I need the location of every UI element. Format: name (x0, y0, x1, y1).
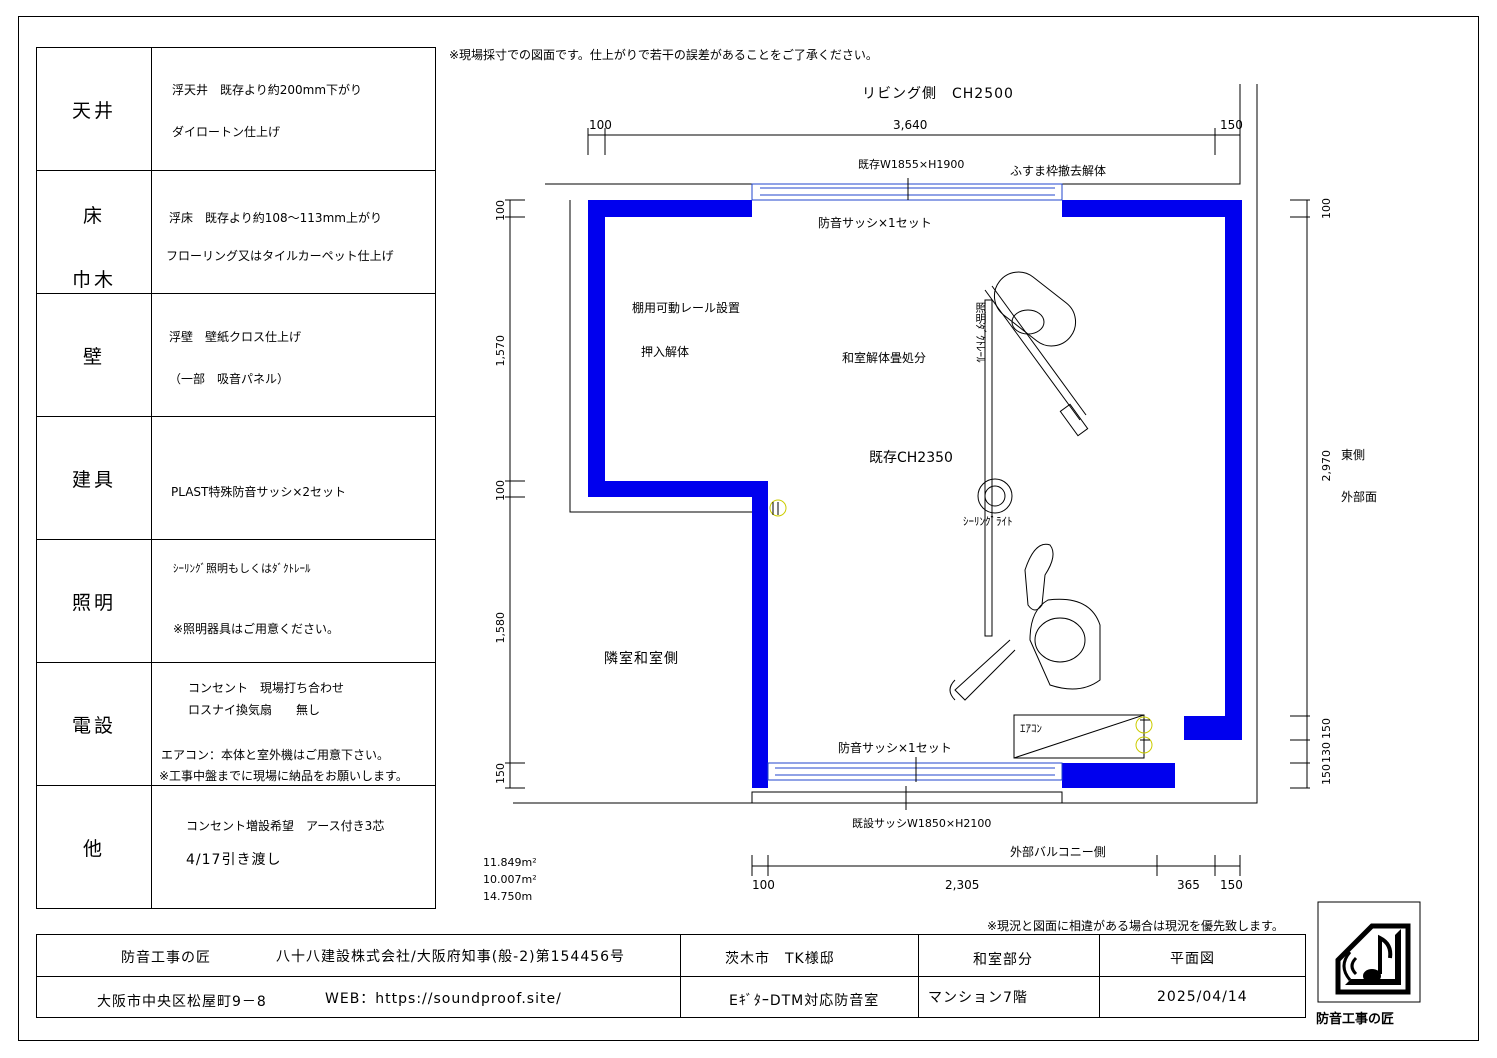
spec-head-other: 他 (36, 785, 152, 909)
room-text: 和室部分 (973, 952, 1033, 968)
dim-bottom-3: 150 (1220, 878, 1243, 892)
neighbor-wall-line (569, 200, 752, 513)
spec-head-wall: 壁 (36, 293, 152, 417)
wall-step (588, 481, 768, 497)
spec-cell-floor: 浮床 既存より約108～113mm上がり フローリング又はタイルカーペット仕上げ (151, 170, 436, 294)
spec-head-floor: 床 巾木 (36, 170, 152, 294)
outer-line-right (1062, 84, 1258, 804)
wall-bottom-right (1062, 716, 1242, 788)
logo-mark-icon (1317, 901, 1421, 1003)
area-0: 11.849m² (483, 856, 537, 869)
balcony-label: 外部バルコニー側 (1010, 845, 1106, 859)
tatami-label: 和室解体畳処分 (842, 351, 927, 365)
dim-left-1: 1,570 (494, 335, 507, 367)
area-2: 14.750m (483, 890, 533, 903)
spec-cell-electrical: コンセント 現場打ち合わせ ロスナイ換気扇 無し エアコン：本体と室外機はご用意… (151, 662, 436, 786)
title-block: 防音工事の匠 八十八建設株式会社/大阪府知事(般-2)第154456号 大阪市中… (36, 934, 1306, 1018)
spec-cell-other: コンセント増設希望 アース付き3芯 4/17引き渡し (151, 785, 436, 909)
company-brand: 防音工事の匠 (121, 950, 211, 966)
web-link[interactable]: WEB：https://soundproof.site/ (325, 991, 562, 1007)
existing-bottom-label: 既設サッシW1850×H2100 (852, 817, 992, 830)
dim-top-1: 3,640 (893, 118, 928, 132)
dim-right-1: 2,970 (1320, 450, 1333, 482)
exterior-label: 外部面 (1341, 490, 1378, 504)
building-text: マンション7階 (928, 990, 1028, 1006)
drawing-frame (18, 16, 1479, 1041)
dim-bottom-1: 2,305 (945, 878, 980, 892)
ceiling-light-icon (977, 478, 1013, 514)
wall-left-upper (588, 200, 605, 497)
fusuma-label: ふすま枠撤去解体 (1010, 164, 1107, 178)
dim-right-0: 100 (1320, 198, 1333, 219)
area-1: 10.007m² (483, 873, 537, 886)
existing-top-label: 既存W1855×H1900 (858, 158, 965, 171)
spec-head-ceiling: 天井 (36, 47, 152, 171)
sash-top-label: 防音サッシ×1セット (818, 216, 932, 230)
license-text: 八十八建設株式会社/大阪府知事(般-2)第154456号 (276, 949, 626, 965)
spec-cell-ceiling: 浮天井 既存より約200mm下がり ダイロートン仕上げ (151, 47, 436, 171)
outlet-icons (769, 499, 1153, 754)
wall-right (1225, 200, 1242, 740)
logo-caption: 防音工事の匠 (1316, 1012, 1395, 1027)
oshiire-label: 押入解体 (641, 345, 690, 359)
purpose-text: EｷﾞﾀｰDTM対応防音室 (729, 993, 880, 1009)
wall-top-right (1062, 200, 1242, 217)
living-side-label: リビング側 CH2500 (862, 86, 1014, 102)
dim-bottom-2: 365 (1177, 878, 1200, 892)
soundproof-walls (588, 200, 1242, 788)
spec-head-lighting: 照明 (36, 539, 152, 663)
dim-bottom-0: 100 (752, 878, 775, 892)
dim-left-2: 100 (494, 480, 507, 501)
address-text: 大阪市中央区松屋町9－8 (97, 994, 267, 1010)
spec-cell-wall: 浮壁 壁紙クロス仕上げ （一部 吸音パネル） (151, 293, 436, 417)
existing-ch-label: 既存CH2350 (869, 450, 953, 466)
dim-left-3: 1,580 (494, 612, 507, 644)
dim-top-2: 150 (1220, 118, 1243, 132)
drawing-date: 2025/04/14 (1157, 989, 1248, 1005)
sash-top (751, 178, 1063, 201)
neighbor-room-label: 隣室和室側 (604, 651, 679, 667)
spec-cell-fittings: PLAST特殊防音サッシ×2セット (151, 416, 436, 540)
note-bottom: ※現況と図面に相違がある場合は現況を優先致します。 (987, 919, 1284, 933)
dim-right-2: 150 (1320, 718, 1333, 739)
note-top: ※現場採寸での図面です。仕上がりで若干の誤差があることをご了承ください。 (449, 48, 878, 62)
dim-right-4: 150 (1320, 764, 1333, 785)
spec-table: 天井 浮天井 既存より約200mm下がり ダイロートン仕上げ 床 巾木 浮床 既… (36, 47, 436, 909)
drawing-type: 平面図 (1170, 951, 1215, 967)
wall-left-lower (752, 481, 768, 788)
guitar-icon (984, 271, 1089, 437)
company-logo: 防音工事の匠 (1308, 892, 1432, 1027)
dim-left-0: 100 (494, 200, 507, 221)
dim-right-3: 130 (1320, 742, 1333, 763)
duct-rail-label: 照明ﾀﾞｸﾄﾚｰﾙ (974, 302, 987, 363)
sash-bottom-label: 防音サッシ×1セット (838, 741, 952, 755)
spec-cell-lighting: ｼｰﾘﾝｸﾞ照明もしくはﾀﾞｸﾄﾚｰﾙ ※照明器具はご用意ください。 (151, 539, 436, 663)
dim-top-0: 100 (589, 118, 612, 132)
wall-top-left (588, 200, 752, 217)
dim-left-4: 150 (494, 763, 507, 784)
sash-bottom (767, 757, 1063, 782)
east-side-label: 東側 (1341, 448, 1366, 462)
sash-existing-bottom (751, 786, 1063, 810)
aircon-label: ｴｱｺﾝ (1020, 722, 1042, 735)
shelf-rail-label: 棚用可動レール設置 (632, 301, 741, 315)
outer-line-top-right (1062, 84, 1241, 185)
person-icon (949, 543, 1101, 701)
ceiling-light-label: ｼｰﾘﾝｸﾞﾗｲﾄ (963, 515, 1013, 528)
duct-rail (984, 299, 993, 637)
client-name: 茨木市 TK様邸 (725, 951, 835, 967)
